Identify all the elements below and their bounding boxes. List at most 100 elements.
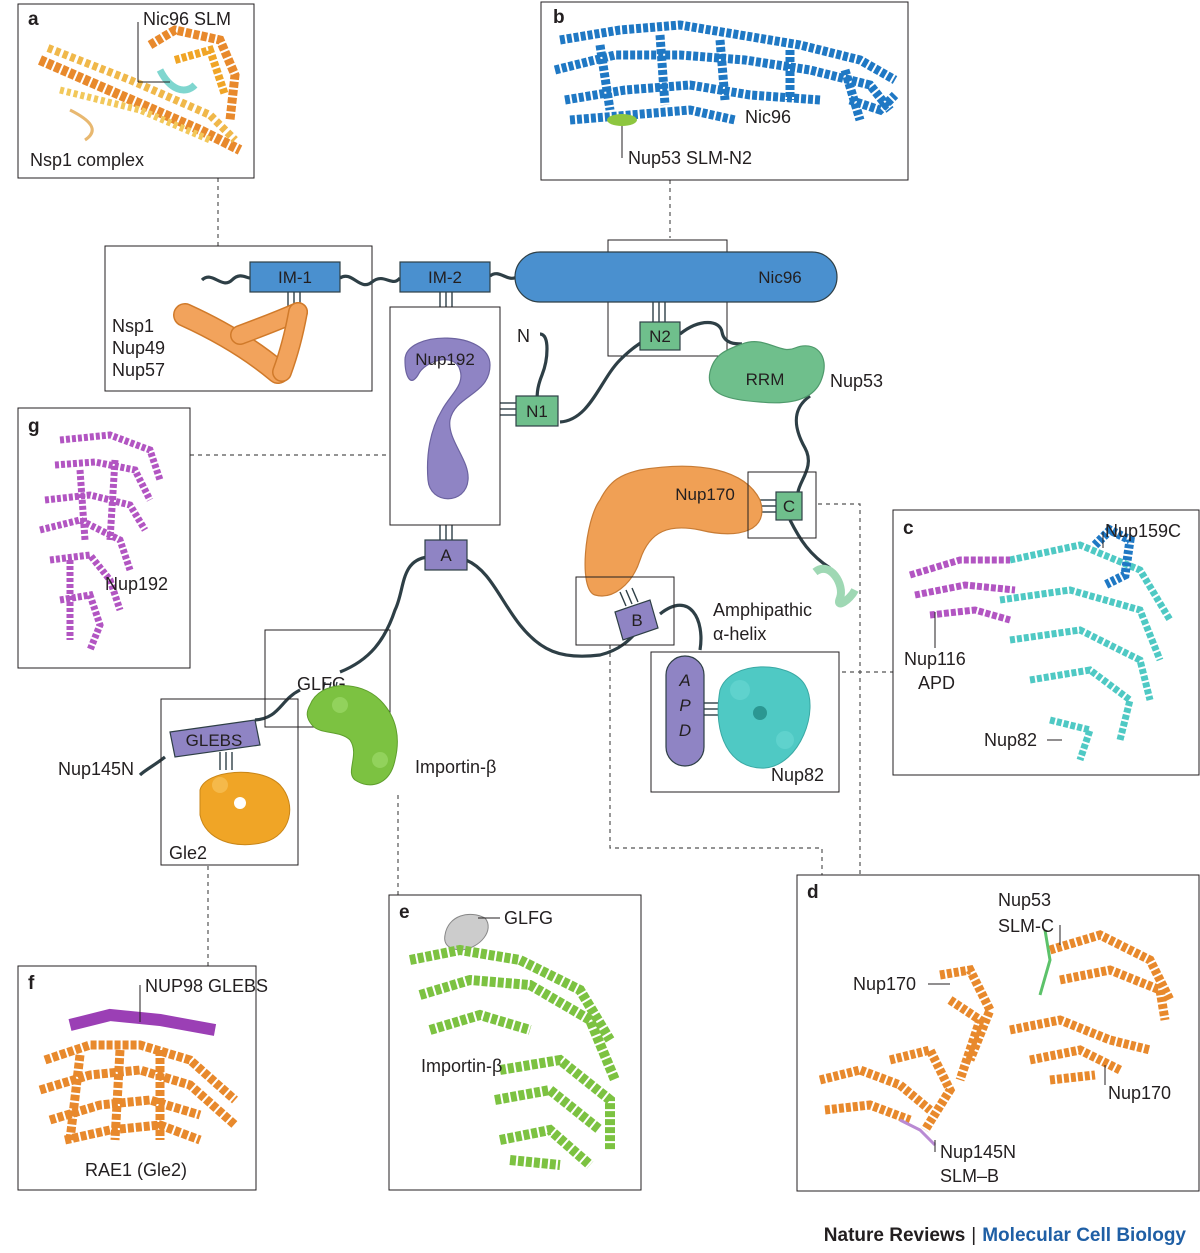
n-terminus-label: N xyxy=(517,326,530,346)
label-slm-b: SLM–B xyxy=(940,1166,999,1186)
apd-d: D xyxy=(679,721,691,740)
label-nsp1-complex: Nsp1 complex xyxy=(30,150,144,170)
rae1-structure xyxy=(38,1040,238,1145)
rrm-label: RRM xyxy=(746,370,785,389)
label-nup82-c: Nup82 xyxy=(984,730,1037,750)
nup98-glebs-structure xyxy=(68,1008,217,1036)
helix-label: α-helix xyxy=(713,624,766,644)
amphipathic-label: Amphipathic xyxy=(713,600,812,620)
nsp1-complex-box xyxy=(104,245,373,392)
nup192-box xyxy=(389,306,501,526)
label-importin-beta-e: Importin-β xyxy=(421,1056,502,1076)
n2-label: N2 xyxy=(649,327,671,346)
c-box xyxy=(775,491,803,521)
nup82-structure-c xyxy=(999,541,1174,762)
b-highlight-box xyxy=(575,576,675,646)
label-nup170-d-left: Nup170 xyxy=(853,974,916,994)
label-nup49: Nup49 xyxy=(112,338,165,358)
nup170-structure-left xyxy=(818,965,995,1133)
glfg-peptide xyxy=(444,913,489,951)
journal-section: Molecular Cell Biology xyxy=(982,1225,1186,1246)
n2-box xyxy=(639,321,681,351)
amphipathic-helix xyxy=(812,565,859,608)
gle2-label: Gle2 xyxy=(169,843,207,863)
panel-b: b Nic96 Nup53 SLM-N2 xyxy=(540,1,909,181)
label-nsp1: Nsp1 xyxy=(112,316,154,336)
panel-letter-a: a xyxy=(28,9,39,30)
nup53-slm-c-peptide xyxy=(1038,929,1052,996)
journal-name: Nature Reviews xyxy=(823,1225,966,1246)
panel-g: g Nup192 xyxy=(17,407,191,669)
glebs-box xyxy=(169,719,261,758)
panel-letter-b: b xyxy=(553,7,565,28)
nup170-shape xyxy=(584,465,763,597)
im1-label: IM-1 xyxy=(278,268,312,287)
panel-d: d Nup53 SLM-C Nup170 Nup170 Nup145N SLM–… xyxy=(796,874,1200,1192)
nup53-slm-n2-segment xyxy=(607,114,637,126)
c-highlight-box xyxy=(747,471,817,539)
im2-label: IM-2 xyxy=(428,268,462,287)
label-nup170-d-right: Nup170 xyxy=(1108,1083,1171,1103)
rrm-domain xyxy=(708,341,825,404)
label-nup53-slm-n2: Nup53 SLM-N2 xyxy=(628,148,752,168)
nsp1-complex-structure xyxy=(37,25,243,155)
nup192-shape xyxy=(404,337,491,500)
n1-label: N1 xyxy=(526,402,548,421)
panel-letter-e: e xyxy=(399,902,410,923)
panel-f: f NUP98 GLEBS RAE1 (Gle2) xyxy=(17,965,268,1191)
glebs-label: GLEBS xyxy=(186,731,243,750)
panel-e: e GLFG Importin-β xyxy=(388,894,642,1191)
journal-footer: Nature Reviews|Molecular Cell Biology xyxy=(824,1225,1186,1247)
nup145n-label: Nup145N xyxy=(58,759,134,779)
label-nup192-g: Nup192 xyxy=(105,574,168,594)
label-nup116: Nup116 xyxy=(904,649,966,669)
im1-box xyxy=(249,261,341,293)
footer-separator: | xyxy=(971,1225,977,1246)
panel-letter-d: d xyxy=(807,882,819,903)
nup170-structure-right xyxy=(1009,930,1175,1085)
linker-chains xyxy=(138,272,831,777)
label-glfg-e: GLFG xyxy=(504,908,553,928)
b-box xyxy=(614,599,659,641)
label-nup57: Nup57 xyxy=(112,360,165,380)
nic96-label: Nic96 xyxy=(758,268,801,287)
a-box xyxy=(424,539,468,571)
importin-beta-surface xyxy=(306,685,398,786)
nup192-structure xyxy=(39,431,164,652)
panel-letter-f: f xyxy=(28,973,35,994)
importin-beta-label: Importin-β xyxy=(415,757,496,777)
nup159c-helix xyxy=(1091,524,1135,590)
label-nup145n-d: Nup145N xyxy=(940,1142,1016,1162)
nup82-surface xyxy=(717,666,811,769)
nup82-label: Nup82 xyxy=(771,765,824,785)
n1-box xyxy=(515,395,559,427)
gle2-surface xyxy=(199,771,291,846)
panel-c: c Nup159C Nup116 APD Nup82 xyxy=(892,509,1200,776)
gle2-box xyxy=(160,698,299,866)
panel-letter-c: c xyxy=(903,518,914,539)
label-nup159c: Nup159C xyxy=(1105,521,1181,541)
importin-beta-structure xyxy=(409,944,620,1170)
dashed-connectors xyxy=(190,178,893,966)
label-nic96-slm: Nic96 SLM xyxy=(143,9,231,29)
panel-letter-g: g xyxy=(28,416,40,437)
label-nup98-glebs: NUP98 GLEBS xyxy=(145,976,268,996)
c-label: C xyxy=(783,497,795,516)
nup53-label: Nup53 xyxy=(830,371,883,391)
label-apd: APD xyxy=(918,673,955,693)
nup145n-slm-b-peptide xyxy=(899,1118,937,1147)
nic96-structure xyxy=(553,20,899,125)
nic96-pill xyxy=(514,251,838,303)
a-label: A xyxy=(440,546,452,565)
apd-nup82-box xyxy=(650,651,840,793)
apd-a: A xyxy=(678,671,690,690)
label-slm-c: SLM-C xyxy=(998,916,1054,936)
apd-p: P xyxy=(679,696,691,715)
label-nup53-d: Nup53 xyxy=(998,890,1051,910)
nup192-label: Nup192 xyxy=(415,350,475,369)
nsp1-coiled-coils xyxy=(173,302,308,384)
b-label: B xyxy=(631,611,642,630)
nup116-apd-structure xyxy=(908,556,1016,624)
label-nic96-b: Nic96 xyxy=(745,107,791,127)
